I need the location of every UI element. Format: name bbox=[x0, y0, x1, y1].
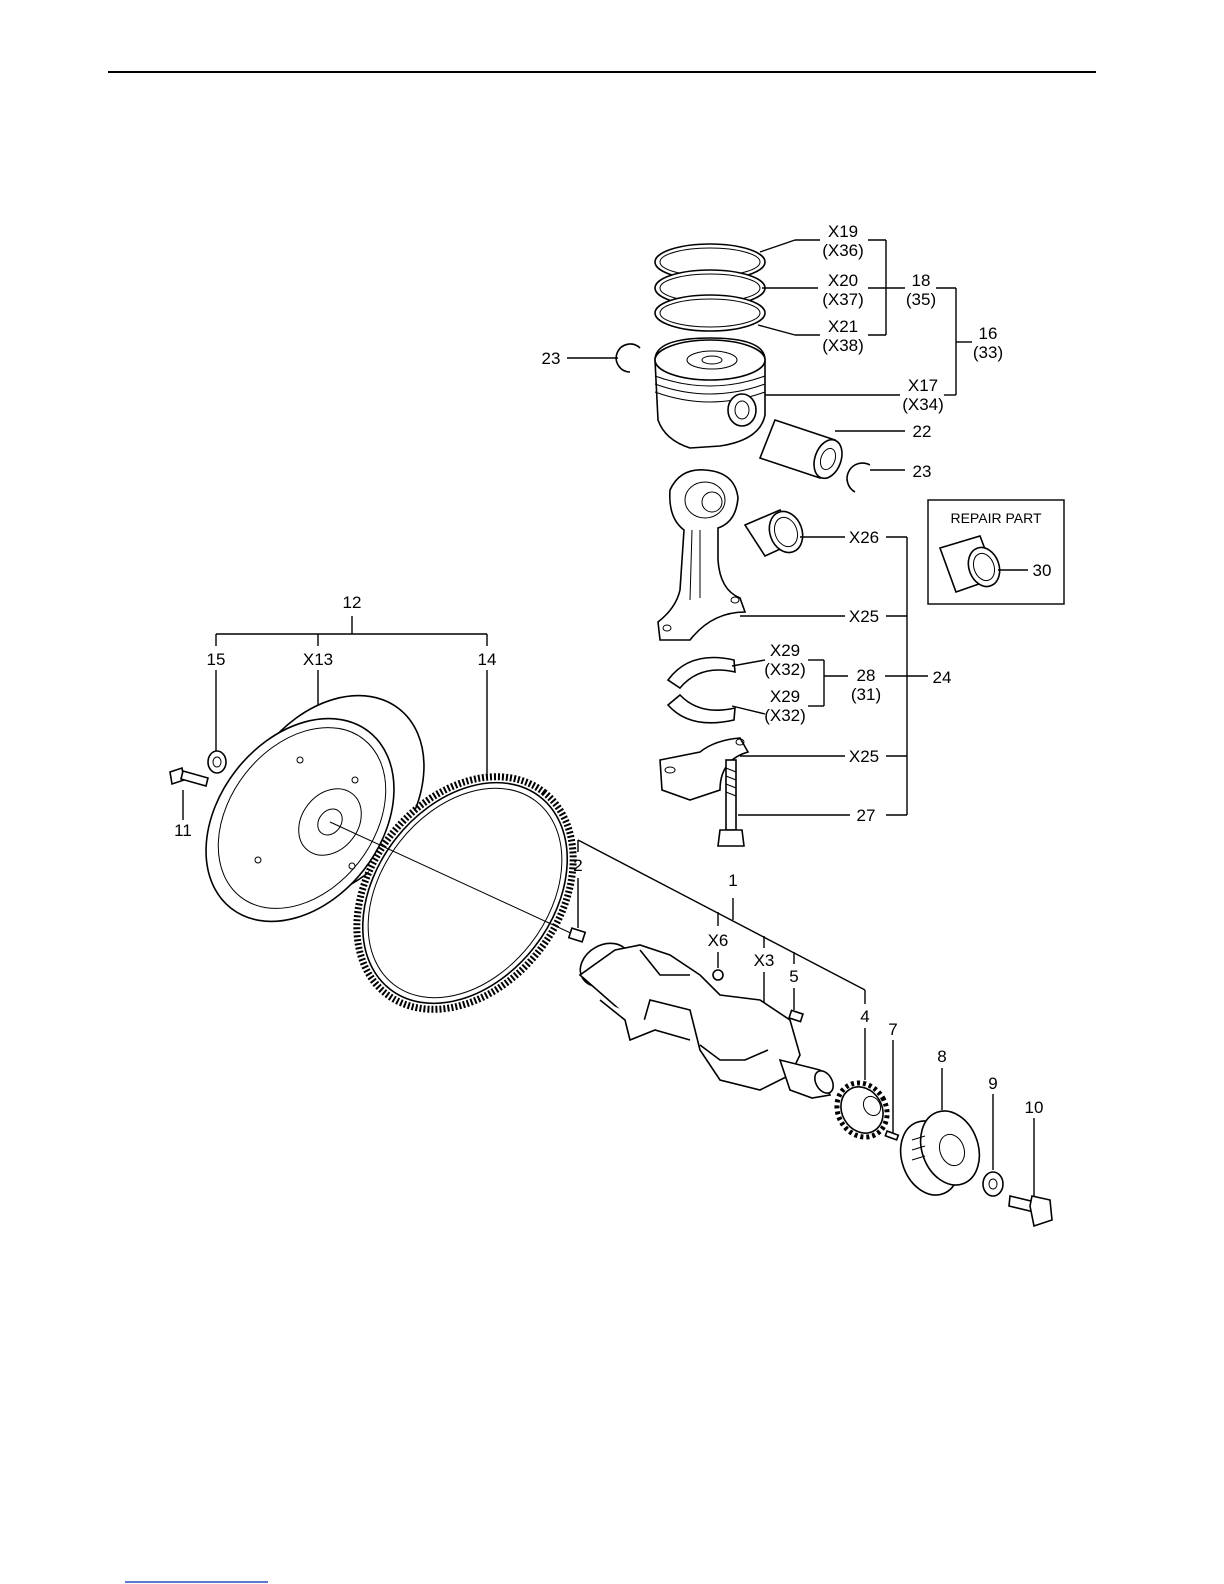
oil-plug bbox=[713, 970, 723, 980]
piston-pin bbox=[760, 420, 847, 482]
label-30: 30 bbox=[1033, 561, 1052, 580]
label-x21: X21 bbox=[828, 317, 858, 336]
label-1: 1 bbox=[728, 871, 737, 890]
label-22: 22 bbox=[913, 422, 932, 441]
label-x36: (X36) bbox=[822, 241, 864, 260]
label-8: 8 bbox=[937, 1047, 946, 1066]
label-16: 16 bbox=[979, 324, 998, 343]
connecting-rod bbox=[658, 470, 745, 640]
gear-pin bbox=[885, 1131, 898, 1140]
repair-part-title: REPAIR PART bbox=[950, 510, 1041, 526]
rod-leaders bbox=[732, 537, 928, 815]
label-28: 28 bbox=[857, 666, 876, 685]
circlip-left bbox=[616, 344, 640, 372]
label-18: 18 bbox=[912, 271, 931, 290]
label-2: 2 bbox=[573, 856, 582, 875]
piston-rings bbox=[655, 244, 765, 331]
label-x32-upper: (X32) bbox=[764, 660, 806, 679]
label-23-left: 23 bbox=[542, 349, 561, 368]
label-x6: X6 bbox=[708, 931, 729, 950]
label-x13: X13 bbox=[303, 650, 333, 669]
washer bbox=[983, 1172, 1003, 1196]
label-33: (33) bbox=[973, 343, 1003, 362]
small-end-bushing bbox=[745, 507, 808, 557]
label-4: 4 bbox=[860, 1007, 869, 1026]
label-35: (35) bbox=[906, 290, 936, 309]
dowel-pin bbox=[569, 928, 585, 942]
circlip-right bbox=[847, 463, 870, 492]
label-10: 10 bbox=[1025, 1098, 1044, 1117]
label-x25-upper: X25 bbox=[849, 607, 879, 626]
label-x29-lower: X29 bbox=[770, 687, 800, 706]
pilot-bearing bbox=[208, 751, 226, 773]
label-x38: (X38) bbox=[822, 336, 864, 355]
label-x37: (X37) bbox=[822, 290, 864, 309]
label-15: 15 bbox=[207, 650, 226, 669]
label-x32-lower: (X32) bbox=[764, 706, 806, 725]
label-x26: X26 bbox=[849, 528, 879, 547]
label-11: 11 bbox=[174, 821, 192, 840]
label-9: 9 bbox=[988, 1074, 997, 1093]
piston bbox=[655, 338, 765, 448]
label-12: 12 bbox=[343, 593, 362, 612]
label-x34: (X34) bbox=[902, 395, 944, 414]
label-14: 14 bbox=[478, 650, 497, 669]
pulley-bolt bbox=[1009, 1196, 1052, 1226]
label-7: 7 bbox=[888, 1020, 897, 1039]
flywheel-bolt bbox=[170, 768, 208, 786]
label-5: 5 bbox=[789, 967, 798, 986]
label-x19: X19 bbox=[828, 222, 858, 241]
label-27: 27 bbox=[857, 806, 876, 825]
label-24: 24 bbox=[933, 668, 952, 687]
label-x25-lower: X25 bbox=[849, 747, 879, 766]
crank-pulley bbox=[891, 1103, 990, 1204]
bearing-shells bbox=[668, 658, 735, 723]
label-23-right: 23 bbox=[913, 462, 932, 481]
label-x29-upper: X29 bbox=[770, 641, 800, 660]
label-x17: X17 bbox=[908, 376, 938, 395]
label-x3: X3 bbox=[754, 951, 775, 970]
key bbox=[789, 1010, 803, 1021]
label-x20: X20 bbox=[828, 271, 858, 290]
label-31: (31) bbox=[851, 685, 881, 704]
